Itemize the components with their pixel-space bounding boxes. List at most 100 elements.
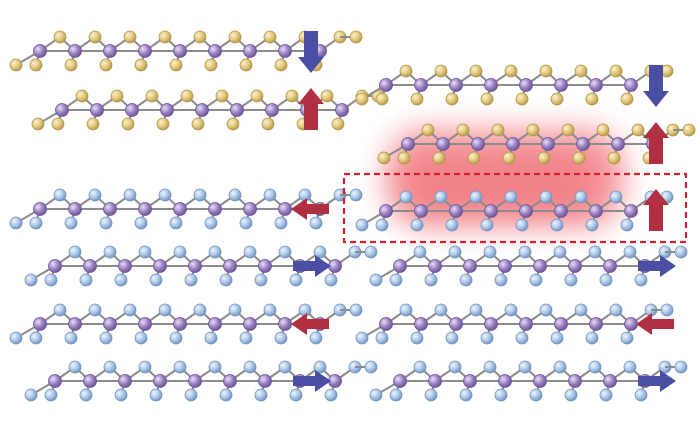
blue-atom bbox=[355, 218, 369, 232]
yellow-atom bbox=[515, 92, 529, 106]
metal-atom bbox=[449, 317, 463, 331]
blue-atom bbox=[9, 216, 23, 230]
blue-atom bbox=[114, 273, 128, 287]
blue-atom bbox=[204, 331, 218, 345]
blue-atom bbox=[529, 273, 543, 287]
blue-atom bbox=[389, 273, 403, 287]
metal-atom bbox=[484, 204, 498, 218]
metal-atom bbox=[258, 259, 272, 273]
metal-atom bbox=[603, 374, 617, 388]
blue-atom bbox=[529, 388, 543, 402]
arrow-right-icon bbox=[293, 370, 331, 392]
blue-atom bbox=[239, 216, 253, 230]
blue-atom bbox=[399, 303, 413, 317]
highlight-glow bbox=[385, 128, 625, 228]
metal-atom bbox=[624, 78, 638, 92]
blue-atom bbox=[483, 360, 497, 374]
metal-atom bbox=[173, 317, 187, 331]
metal-atom bbox=[68, 202, 82, 216]
yellow-atom bbox=[572, 151, 586, 165]
dashed-highlight-box bbox=[342, 172, 688, 244]
metal-atom bbox=[90, 103, 104, 117]
metal-atom bbox=[498, 374, 512, 388]
blue-atom bbox=[169, 216, 183, 230]
yellow-atom bbox=[609, 64, 623, 78]
blue-atom bbox=[278, 360, 292, 374]
metal-atom bbox=[188, 259, 202, 273]
yellow-atom bbox=[123, 30, 137, 44]
blue-atom bbox=[123, 188, 137, 202]
blue-atom bbox=[158, 188, 172, 202]
blue-atom bbox=[29, 216, 43, 230]
yellow-atom bbox=[349, 30, 363, 44]
arrow-left-icon bbox=[636, 313, 674, 335]
blue-atom bbox=[53, 303, 67, 317]
blue-atom bbox=[68, 245, 82, 259]
yellow-atom bbox=[561, 123, 575, 137]
blue-atom bbox=[515, 331, 529, 345]
blue-atom bbox=[480, 331, 494, 345]
metal-atom bbox=[414, 317, 428, 331]
metal-atom bbox=[68, 44, 82, 58]
metal-atom bbox=[103, 317, 117, 331]
yellow-atom bbox=[607, 151, 621, 165]
metal-atom bbox=[568, 259, 582, 273]
blue-atom bbox=[289, 388, 303, 402]
metal-atom bbox=[401, 137, 415, 151]
metal-atom bbox=[554, 78, 568, 92]
blue-atom bbox=[588, 360, 602, 374]
blue-atom bbox=[448, 360, 462, 374]
metal-atom bbox=[230, 103, 244, 117]
metal-atom bbox=[48, 374, 62, 388]
blue-atom bbox=[29, 331, 43, 345]
blue-atom bbox=[263, 303, 277, 317]
yellow-atom bbox=[397, 151, 411, 165]
metal-atom bbox=[533, 374, 547, 388]
metal-atom bbox=[208, 317, 222, 331]
blue-atom bbox=[550, 331, 564, 345]
interface-highlight-box bbox=[342, 172, 688, 244]
metal-atom bbox=[208, 44, 222, 58]
blue-atom bbox=[364, 245, 378, 259]
blue-atom bbox=[134, 216, 148, 230]
blue-atom bbox=[298, 303, 312, 317]
metal-atom bbox=[414, 78, 428, 92]
blue-atom bbox=[399, 190, 413, 204]
metal-atom bbox=[379, 78, 393, 92]
metal-atom bbox=[611, 137, 625, 151]
left-panel-layer-2-yellow bbox=[31, 89, 385, 131]
blue-atom bbox=[169, 331, 183, 345]
yellow-atom bbox=[121, 117, 135, 131]
metal-atom bbox=[436, 137, 450, 151]
metal-atom bbox=[160, 103, 174, 117]
blue-atom bbox=[623, 360, 637, 374]
yellow-atom bbox=[239, 58, 253, 72]
blue-atom bbox=[123, 303, 137, 317]
metal-atom bbox=[335, 103, 349, 117]
metal-atom bbox=[379, 317, 393, 331]
metal-atom bbox=[463, 374, 477, 388]
yellow-atom bbox=[456, 123, 470, 137]
metal-atom bbox=[68, 317, 82, 331]
metal-atom bbox=[243, 317, 257, 331]
arrow-up-icon bbox=[643, 189, 669, 231]
blue-atom bbox=[324, 273, 338, 287]
yellow-atom bbox=[263, 30, 277, 44]
blue-atom bbox=[88, 303, 102, 317]
blue-atom bbox=[254, 273, 268, 287]
metal-atom bbox=[624, 204, 638, 218]
blue-atom bbox=[469, 303, 483, 317]
metal-atom bbox=[48, 259, 62, 273]
metal-atom bbox=[138, 44, 152, 58]
metal-atom bbox=[393, 259, 407, 273]
blue-atom bbox=[138, 245, 152, 259]
metal-atom bbox=[449, 78, 463, 92]
blue-atom bbox=[64, 216, 78, 230]
blue-atom bbox=[459, 388, 473, 402]
blue-atom bbox=[574, 190, 588, 204]
metal-atom bbox=[125, 103, 139, 117]
blue-atom bbox=[410, 218, 424, 232]
yellow-atom bbox=[180, 89, 194, 103]
yellow-atom bbox=[215, 89, 229, 103]
blue-atom bbox=[99, 216, 113, 230]
